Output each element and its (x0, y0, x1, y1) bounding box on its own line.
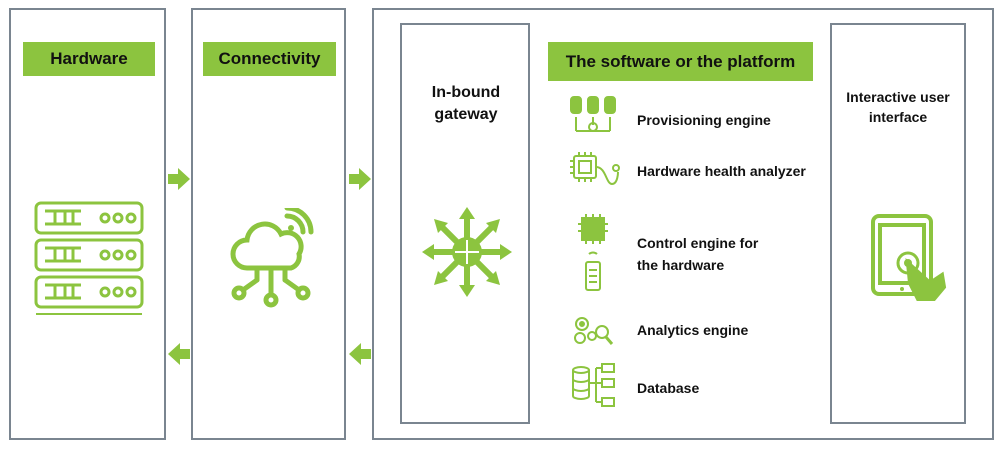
provisioning-icon (568, 95, 618, 137)
ui-panel: Interactive user interface (830, 23, 966, 424)
tablet-touch-icon (870, 213, 950, 303)
health-analyzer-icon (566, 150, 620, 190)
platform-item-label: Database (637, 380, 700, 396)
gateway-title: In-bound gateway (431, 84, 501, 123)
arrow-right-icon (349, 168, 371, 195)
ui-title: Interactive user interface (846, 89, 950, 125)
hardware-label: Hardware (23, 42, 155, 76)
platform-item-label: Control engine for the hardware (637, 235, 759, 273)
arrow-left-icon (349, 343, 371, 370)
cloud-network-icon (229, 208, 319, 308)
platform-label: The software or the platform (548, 42, 813, 81)
connectivity-panel: Connectivity (191, 8, 346, 440)
control-engine-icon (576, 214, 610, 292)
arrow-left-icon (168, 343, 190, 370)
gateway-arrows-icon (422, 207, 512, 297)
gateway-panel: In-bound gateway (400, 23, 530, 424)
analytics-icon (570, 314, 614, 348)
platform-item-label: Hardware health analyzer (637, 163, 806, 179)
arrow-right-icon (168, 168, 190, 195)
server-rack-icon (33, 200, 145, 320)
connectivity-label: Connectivity (203, 42, 336, 76)
hardware-panel: Hardware (9, 8, 166, 440)
platform-item-label: Provisioning engine (637, 112, 771, 128)
database-icon (570, 362, 618, 408)
platform-item-label: Analytics engine (637, 322, 749, 338)
